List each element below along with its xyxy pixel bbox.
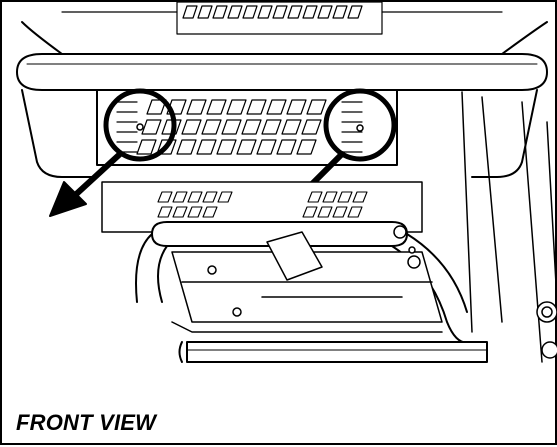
bolt-icon	[407, 255, 421, 269]
left-screw-icon	[136, 123, 144, 131]
wheel-hub	[536, 301, 557, 359]
side-tubes	[21, 89, 557, 363]
bolt-icon	[207, 265, 217, 275]
bolt-icon	[232, 307, 242, 317]
skid-plate	[171, 225, 443, 333]
front-grille-panel	[96, 89, 398, 166]
left-arrow-head-icon	[49, 181, 87, 217]
bolt-icon	[408, 246, 416, 254]
callout-circles	[103, 88, 397, 162]
lower-assembly	[101, 181, 423, 233]
left-callout-circle	[103, 88, 177, 162]
right-screw-icon	[356, 124, 364, 132]
bottom-rail	[178, 341, 488, 363]
upper-grille	[61, 2, 503, 35]
mounting-screw-icons	[136, 123, 364, 132]
left-arrow-shaft	[69, 151, 123, 201]
bolt-icon	[393, 225, 407, 239]
grille-side-slots	[116, 101, 363, 153]
upper-bumper-tube	[16, 21, 548, 91]
view-caption: FRONT VIEW	[16, 410, 157, 435]
right-callout-circle	[323, 88, 397, 162]
